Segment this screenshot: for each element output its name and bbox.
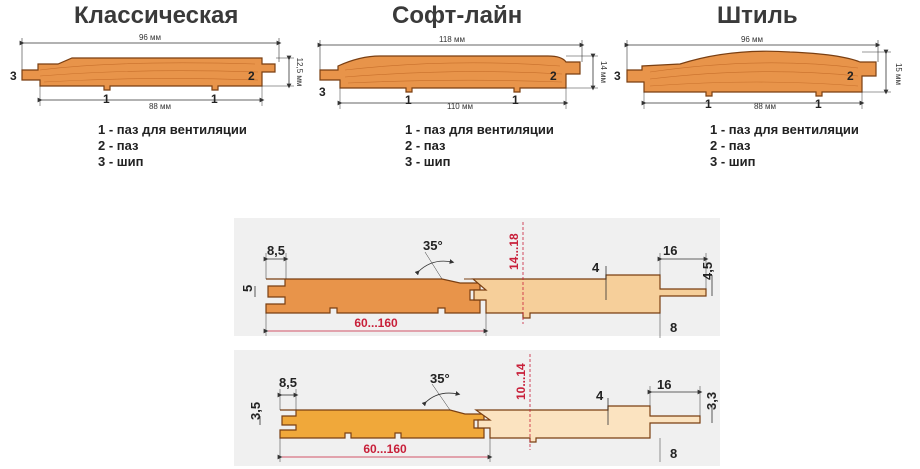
thickness-label: 15 мм [894,63,903,85]
board-shape [319,55,581,93]
profile-classic: 96 мм 12,5 мм 88 мм 3 2 1 1 [10,33,304,111]
legend-item: 3 - шип [710,154,756,169]
angle-arc [414,259,455,276]
legend-item: 3 - шип [405,154,451,169]
joint-diagram-1: 8,5 5 35° 14...18 4 16 4,5 8 60...160 [234,218,720,338]
vent-marker: 1 [211,92,218,106]
joint-diagram-2: 8,5 3,5 35° 10...14 4 16 3,3 8 60...160 [234,350,720,466]
legend-shtil: 1 - паз для вентиляции 2 - паз 3 - шип [710,122,859,170]
thickness-range-label: 14...18 [507,233,521,270]
inner-width-label: 88 мм [754,102,776,111]
thickness-label: 12,5 мм [295,58,304,87]
vent-marker: 1 [705,97,712,111]
width-label: 96 мм [741,35,763,44]
profile-shtil: 96 мм 15 мм 88 мм 3 2 1 1 [614,35,903,111]
inner-width-label: 88 мм [149,102,171,111]
tongue-thickness-label: 3,3 [704,392,719,410]
vent-marker: 1 [512,93,519,107]
thickness-label: 14 мм [599,61,608,83]
profile-title-classic: Классическая [74,2,239,29]
groove-depth-label: 8,5 [267,243,285,258]
vent-marker: 1 [405,93,412,107]
left-board [265,278,481,314]
vent-marker: 1 [815,97,822,111]
angle-label: 35° [430,371,450,386]
thickness-range-label: 10...14 [514,363,528,400]
legend-softline: 1 - паз для вентиляции 2 - паз 3 - шип [405,122,554,170]
angle-label: 35° [423,238,443,253]
wood-grain [649,62,859,87]
inner-width-label: 110 мм [447,102,473,111]
groove-thickness-label: 5 [240,285,255,292]
width-range-label: 60...160 [363,442,407,456]
offset-label: 4 [592,260,600,275]
profile-title-softline: Софт-лайн [392,2,523,29]
legend-classic: 1 - паз для вентиляции 2 - паз 3 - шип [98,122,247,170]
wood-grain [39,62,259,83]
wood-grain [344,62,563,84]
left-board [279,409,485,439]
profile-title-shtil: Штиль [717,2,798,29]
tongue-length-label: 16 [663,243,677,258]
tongue-marker: 3 [319,85,326,99]
tongue-marker: 3 [614,69,621,83]
profile-softline: 118 мм 14 мм 110 мм 3 2 1 1 [317,35,608,111]
edge-label: 8 [670,446,677,461]
board-shape [21,57,276,91]
width-label: 118 мм [439,35,465,44]
extension-line [431,383,451,411]
groove-marker: 2 [550,69,557,83]
angle-arc [421,391,461,407]
width-range-label: 60...160 [354,316,398,330]
groove-marker: 2 [847,69,854,83]
extension-line [424,251,443,280]
legend-item: 1 - паз для вентиляции [710,122,859,137]
tongue-length-label: 16 [657,377,671,392]
width-label: 96 мм [139,33,161,42]
edge-label: 8 [670,320,677,335]
tongue-marker: 3 [10,69,17,83]
tongue-thickness-label: 4,5 [700,262,715,280]
legend-item: 1 - паз для вентиляции [405,122,554,137]
groove-depth-label: 8,5 [279,375,297,390]
offset-label: 4 [596,388,604,403]
board-shape [626,50,877,97]
vent-marker: 1 [103,92,110,106]
legend-item: 1 - паз для вентиляции [98,122,247,137]
groove-thickness-label: 3,5 [248,402,263,420]
legend-item: 2 - паз [710,138,751,153]
legend-item: 2 - паз [98,138,139,153]
legend-item: 2 - паз [405,138,446,153]
groove-marker: 2 [248,69,255,83]
legend-item: 3 - шип [98,154,144,169]
